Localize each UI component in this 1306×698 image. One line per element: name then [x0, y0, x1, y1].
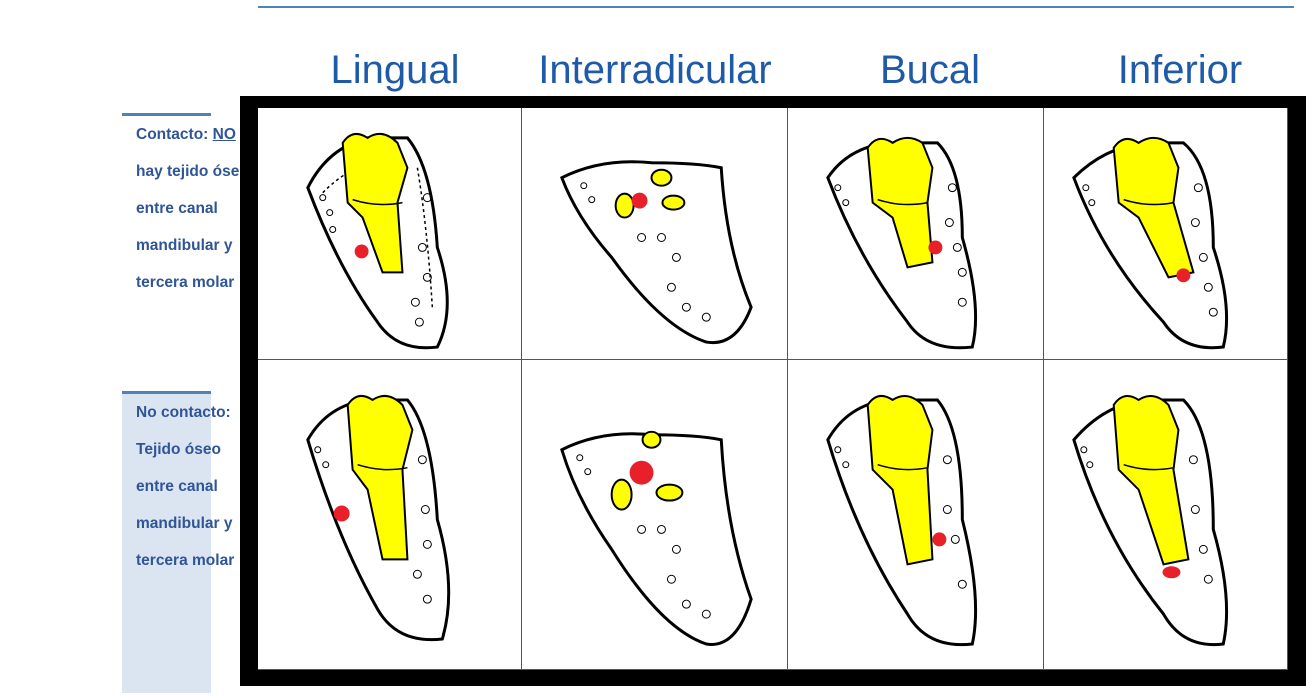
tooth-icon — [258, 108, 521, 359]
cell-no-contact-bucal — [788, 360, 1044, 670]
no-contact-label-box: No contacto: Tejido óseo entre canal man… — [122, 391, 211, 693]
cell-contact-lingual — [258, 108, 522, 360]
tooth-icon — [1044, 360, 1287, 669]
mandibular-canal-icon — [1163, 566, 1181, 578]
cell-no-contact-lingual — [258, 360, 522, 670]
column-header-lingual: Lingual — [295, 40, 495, 100]
mandibular-canal-icon — [1176, 268, 1190, 282]
mandibular-canal-icon — [928, 240, 942, 254]
tooth-icon — [788, 108, 1043, 359]
no-contact-line-1: No contacto: — [136, 394, 211, 431]
diagram-grid — [258, 108, 1288, 670]
mandibular-canal-icon — [630, 461, 654, 485]
cell-contact-inferior — [1044, 108, 1288, 360]
no-contact-line-5: tercera molar — [136, 542, 211, 579]
contact-line-5: tercera molar — [136, 264, 211, 301]
tooth-icon — [788, 360, 1043, 669]
cell-no-contact-inferior — [1044, 360, 1288, 670]
contact-label-box: Contacto: NO hay tejido óseo entre canal… — [122, 113, 211, 373]
diagram-frame — [240, 96, 1306, 686]
column-header-inferior: Inferior — [1080, 40, 1280, 100]
cell-no-contact-interradicular — [522, 360, 788, 670]
root-cross-section-icon — [522, 108, 787, 359]
root-cross-section-icon — [522, 360, 787, 669]
mandibular-canal-icon — [334, 506, 350, 522]
cell-contact-interradicular — [522, 108, 788, 360]
contact-line-3: entre canal — [136, 190, 211, 227]
contact-line-2: hay tejido óseo — [136, 153, 211, 190]
column-header-bucal: Bucal — [845, 40, 1015, 100]
mandibular-canal-icon — [632, 193, 648, 209]
contact-line-4: mandibular y — [136, 227, 211, 264]
cell-contact-bucal — [788, 108, 1044, 360]
contact-no-emphasis: NO — [213, 126, 236, 143]
no-contact-line-4: mandibular y — [136, 505, 211, 542]
contact-line-1: Contacto: NO — [136, 116, 211, 153]
mandibular-canal-icon — [932, 532, 946, 546]
no-contact-line-3: entre canal — [136, 468, 211, 505]
mandibular-canal-icon — [355, 244, 369, 258]
no-contact-line-2: Tejido óseo — [136, 431, 211, 468]
tooth-icon — [258, 360, 521, 669]
top-rule — [258, 6, 1294, 8]
tooth-icon — [1044, 108, 1287, 359]
column-header-interradicular: Interradicular — [515, 40, 795, 100]
